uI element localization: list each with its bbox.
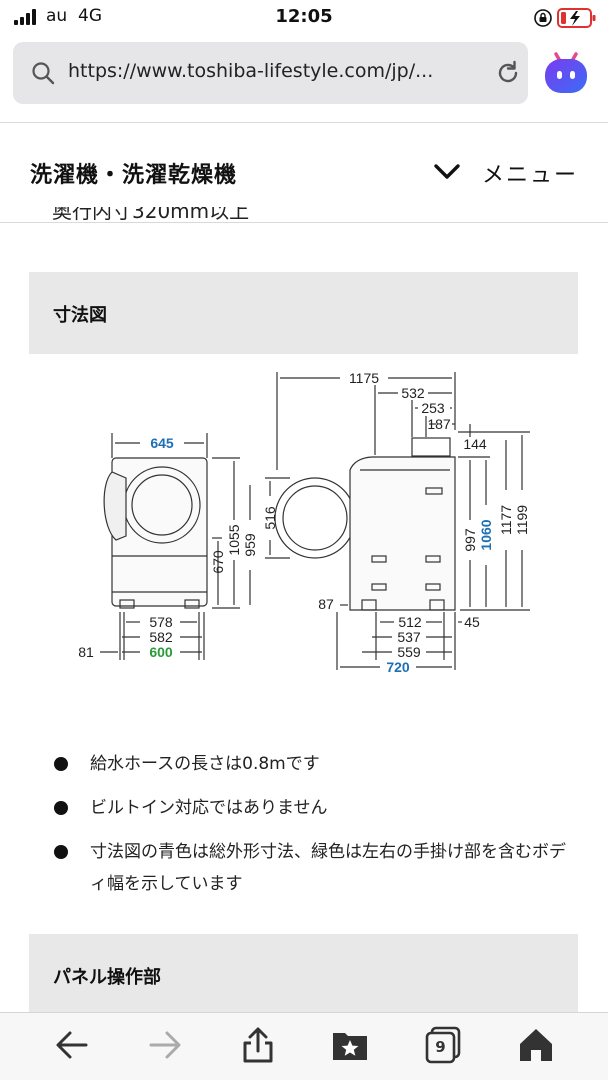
dim-front-top-width: 645 xyxy=(150,435,174,451)
network-label: 4G xyxy=(78,6,103,26)
dim-front-offset-81: 81 xyxy=(78,644,94,660)
forward-icon[interactable] xyxy=(145,1025,185,1065)
list-item: 給水ホースの長さは0.8mです xyxy=(52,748,572,780)
carrier-network: au 4G xyxy=(46,6,102,26)
dim-side-1060: 1060 xyxy=(478,519,494,550)
section-title: 寸法図 xyxy=(53,305,107,326)
section-panel: パネル操作部 xyxy=(29,934,578,1016)
dim-side-720: 720 xyxy=(386,659,410,675)
dim-front-bottom-582: 582 xyxy=(149,629,173,645)
browser-toolbar: 9 xyxy=(0,1012,608,1080)
carrier-label: au xyxy=(46,6,68,26)
share-icon[interactable] xyxy=(238,1025,278,1065)
dim-side-1177: 1177 xyxy=(498,505,514,535)
dim-side-187: 187 xyxy=(427,416,451,432)
url-text[interactable]: https://www.toshiba-lifestyle.com/jp/... xyxy=(68,60,434,82)
dim-front-bottom-578: 578 xyxy=(149,614,173,630)
dim-side-997: 997 xyxy=(462,528,478,552)
rotation-lock-icon xyxy=(534,9,552,27)
bullet-icon xyxy=(54,801,68,815)
reload-icon[interactable] xyxy=(494,59,522,87)
notes-list: 給水ホースの長さは0.8mです ビルトイン対応ではありません 寸法図の青色は総外… xyxy=(52,748,572,912)
status-time: 12:05 xyxy=(275,6,333,27)
list-item: ビルトイン対応ではありません xyxy=(52,792,572,824)
section-title: パネル操作部 xyxy=(53,967,161,988)
menu-button[interactable]: メニュー xyxy=(482,163,579,188)
battery-charging-icon xyxy=(557,8,596,28)
dim-side-1175: 1175 xyxy=(349,370,379,386)
dimension-diagram: 645 670 1055 959 578 582 600 81 516 1175… xyxy=(78,370,530,675)
home-icon[interactable] xyxy=(516,1025,556,1065)
dim-side-537: 537 xyxy=(397,629,421,645)
dim-door-516: 516 xyxy=(262,506,278,530)
dim-front-bottom-600: 600 xyxy=(149,644,173,660)
tab-count: 9 xyxy=(435,1038,446,1056)
dim-front-height-670: 670 xyxy=(210,550,226,574)
cut-off-text: 奥行内寸320mm以上 xyxy=(52,207,250,223)
chevron-down-icon[interactable] xyxy=(432,161,462,183)
bullet-icon xyxy=(54,757,68,771)
page-title[interactable]: 洗濯機・洗濯乾燥機 xyxy=(30,163,238,188)
dim-side-559: 559 xyxy=(397,644,421,660)
dim-side-532: 532 xyxy=(401,385,425,401)
dim-side-1199: 1199 xyxy=(514,505,530,535)
dim-front-height-1055: 1055 xyxy=(226,524,242,555)
section-dimensions: 寸法図 xyxy=(29,272,578,354)
assistant-icon[interactable] xyxy=(543,48,589,96)
bookmarks-icon[interactable] xyxy=(330,1025,370,1065)
dim-side-253: 253 xyxy=(421,400,445,416)
search-icon xyxy=(32,62,55,85)
dim-side-144: 144 xyxy=(463,436,487,452)
back-icon[interactable] xyxy=(52,1025,92,1065)
status-bar: au 4G 12:05 xyxy=(0,0,608,36)
signal-strength-icon xyxy=(14,9,38,25)
dim-front-height-959: 959 xyxy=(242,533,258,557)
bullet-icon xyxy=(54,845,68,859)
tabs-icon[interactable]: 9 xyxy=(423,1025,463,1065)
dim-side-foot-45: 45 xyxy=(464,614,480,630)
address-bar[interactable]: https://www.toshiba-lifestyle.com/jp/... xyxy=(13,42,528,104)
list-item: 寸法図の青色は総外形寸法、緑色は左右の手掛け部を含むボディ幅を示しています xyxy=(52,836,572,900)
dim-side-512: 512 xyxy=(398,614,422,630)
browser-divider xyxy=(0,122,608,123)
header-divider xyxy=(0,222,608,223)
site-header: 洗濯機・洗濯乾燥機 メニュー xyxy=(0,124,608,222)
dim-side-foot-87: 87 xyxy=(318,596,334,612)
